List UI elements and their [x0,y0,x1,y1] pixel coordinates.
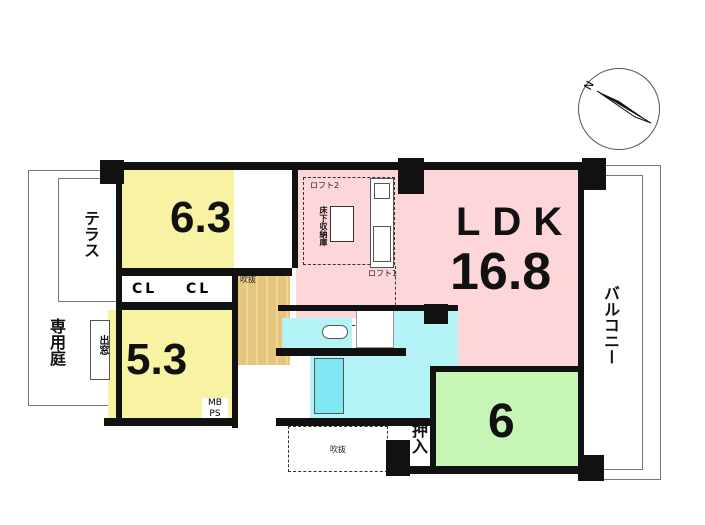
japanese-room [436,372,578,470]
western-room-1 [120,168,234,270]
void-top-label: 吹抜 [240,275,256,284]
western-room-2-size: 5.3 [126,335,188,384]
ldk-room [296,168,578,318]
ldk-label: LDK [456,200,575,244]
wall [430,366,580,372]
wall [104,418,238,426]
washroom [356,310,394,348]
wall [424,304,448,324]
wall [398,158,424,194]
wall [100,162,605,170]
compass-arrow-icon [596,90,652,124]
private-garden-label: 専用庭 [47,318,66,366]
sink-icon [373,226,391,262]
wall [292,168,298,268]
wall [430,368,436,474]
loft-2-area [303,177,395,265]
mbps-top: MB [208,398,222,408]
balcony-area [585,165,661,480]
compass: N [578,68,660,150]
wall [232,268,238,428]
wall [578,168,584,474]
private-garden-outline [28,170,120,406]
japanese-room-size: 6 [488,395,515,448]
wall [276,348,406,356]
void-bottom-label: 吹抜 [330,445,346,454]
wall [278,305,458,311]
terrace-label: テラス [81,210,100,258]
balcony-label: バルコニー [601,285,620,365]
closet-2: CL [172,278,232,302]
loft-1-label: ロフト1 [368,269,398,278]
wall [116,268,292,276]
wall [386,466,604,474]
mbps-bottom: PS [209,409,221,419]
bay-window [90,320,110,380]
wall [386,440,410,476]
ldk-room-lower [456,310,578,372]
closet-1: CL [122,278,168,302]
bay-window-label: 出窓 [97,335,108,355]
terrace-area [58,178,120,302]
underfloor-storage-hatch [330,206,354,242]
closet-1-label: CL [132,281,158,297]
wall [276,418,436,426]
wall [116,302,236,310]
stove-icon [374,183,390,199]
wall [582,158,606,190]
oshiire-label: 押入 [409,422,428,454]
ldk-size: 16.8 [450,243,552,301]
underfloor-storage-label: 床下収納庫 [319,206,328,246]
closet-2-label: CL [186,281,212,297]
balcony-rail [585,175,643,470]
wall [116,168,122,418]
toilet-icon [322,325,348,339]
western-room-1-size: 6.3 [170,193,232,242]
loft-2-label: ロフト2 [310,181,340,190]
bathtub [314,358,344,414]
